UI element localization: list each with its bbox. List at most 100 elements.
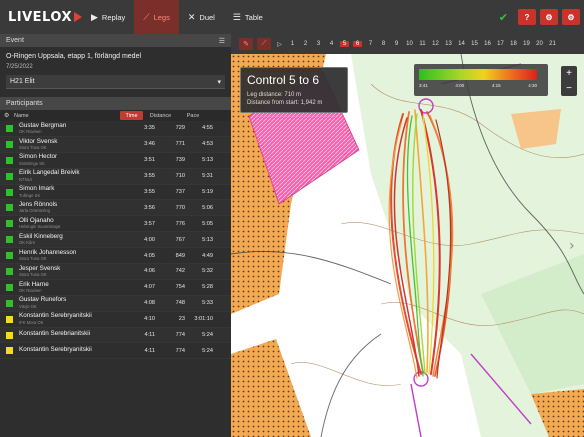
- svg-text:›: ›: [569, 238, 575, 254]
- participant-color-swatch[interactable]: [6, 252, 13, 260]
- participant-color-swatch[interactable]: [6, 156, 13, 164]
- participant-color-swatch[interactable]: [6, 299, 13, 307]
- participant-club: Stora Tuna OK: [19, 256, 47, 262]
- participant-name: Viktor Svensk: [19, 137, 58, 145]
- participant-color-swatch[interactable]: [6, 315, 13, 323]
- participant-name: Simon Imark: [19, 185, 55, 193]
- control-3[interactable]: 3: [316, 41, 321, 47]
- legs-button[interactable]: ⟋: [257, 38, 271, 50]
- control-5[interactable]: 5: [340, 41, 349, 47]
- participant-club: Järla Orientering: [19, 208, 50, 214]
- participant-color-swatch[interactable]: [6, 188, 13, 196]
- question-icon: ?: [524, 12, 530, 22]
- orienteering-map[interactable]: ›: [231, 54, 584, 437]
- settings-button[interactable]: ⚙: [540, 9, 558, 25]
- control-17[interactable]: 17: [497, 41, 504, 47]
- control-1[interactable]: 1: [290, 41, 295, 47]
- participant-color-swatch[interactable]: [6, 140, 13, 148]
- control-9[interactable]: 9: [394, 41, 399, 47]
- participant-time: 3:55: [144, 189, 155, 195]
- participant-time: 3:57: [144, 220, 155, 227]
- control-14[interactable]: 14: [458, 41, 465, 47]
- participant-distance: 754: [175, 284, 185, 291]
- class-select[interactable]: H21 Elit ▾: [6, 75, 225, 89]
- legend-tick: 3:41: [419, 83, 428, 88]
- control-21[interactable]: 21: [549, 41, 556, 47]
- check-icon: ✔: [498, 11, 508, 24]
- participant-distance: 23: [178, 316, 185, 323]
- participant-distance: 767: [175, 236, 185, 243]
- zoom-out-button[interactable]: −: [566, 83, 572, 94]
- column-time[interactable]: Time: [120, 111, 143, 120]
- participant-color-swatch[interactable]: [6, 204, 13, 212]
- participant-color-swatch[interactable]: [6, 267, 13, 275]
- control-7[interactable]: 7: [368, 41, 373, 47]
- column-distance[interactable]: Distance: [149, 112, 172, 119]
- participants-section-header: Participants: [0, 97, 231, 110]
- control-12[interactable]: 12: [432, 41, 439, 47]
- pace-gradient: [419, 69, 537, 80]
- participant-name: Erik Harne: [19, 280, 49, 288]
- participant-name: Konstantin Serebryanitskii: [19, 346, 92, 354]
- participant-color-swatch[interactable]: [6, 331, 13, 339]
- control-20[interactable]: 20: [536, 41, 543, 47]
- participant-color-swatch[interactable]: [6, 172, 13, 180]
- participant-color-swatch[interactable]: [6, 220, 13, 228]
- control-19[interactable]: 19: [523, 41, 530, 47]
- participant-color-swatch[interactable]: [6, 236, 13, 244]
- settings-icon[interactable]: ⚙: [4, 113, 10, 119]
- column-name[interactable]: Name: [14, 112, 29, 119]
- tab-table[interactable]: ☰ Table: [232, 11, 263, 22]
- tab-legs[interactable]: ⟋ Legs: [134, 0, 179, 34]
- map-canvas[interactable]: ›: [231, 54, 584, 437]
- legend-tick: 4:15: [491, 83, 501, 88]
- participant-pace: 5:31: [202, 173, 213, 180]
- control-10[interactable]: 10: [406, 41, 413, 47]
- participant-color-swatch[interactable]: [6, 347, 13, 355]
- control-4[interactable]: 4: [329, 41, 334, 47]
- control-18[interactable]: 18: [510, 41, 517, 47]
- control-6[interactable]: 6: [353, 41, 362, 47]
- tab-duel[interactable]: ✕ Duel: [187, 11, 215, 22]
- participant-color-swatch[interactable]: [6, 283, 13, 291]
- control-15[interactable]: 15: [471, 41, 478, 47]
- participant-name: Jesper Svensk: [19, 264, 61, 272]
- control-2[interactable]: 2: [303, 41, 308, 47]
- menu-icon[interactable]: ☰: [218, 37, 225, 45]
- tab-replay[interactable]: ▶ Replay: [91, 11, 126, 22]
- gear-icon: ⚙: [545, 12, 553, 22]
- options-button[interactable]: ⚙: [562, 9, 580, 25]
- control-8[interactable]: 8: [381, 41, 386, 47]
- participant-distance: 776: [175, 220, 185, 227]
- draw-button[interactable]: ✎: [239, 38, 253, 50]
- zoom-in-button[interactable]: +: [566, 68, 572, 79]
- help-button[interactable]: ?: [518, 9, 536, 25]
- control-13[interactable]: 13: [445, 41, 452, 47]
- livelox-logo[interactable]: LIVELOX: [0, 0, 82, 34]
- column-pace[interactable]: Pace: [186, 112, 200, 119]
- legs-icon: ⟋: [143, 11, 150, 22]
- control-11[interactable]: 11: [419, 41, 426, 47]
- participant-pace: 4:49: [202, 252, 213, 259]
- participant-color-swatch[interactable]: [6, 124, 13, 132]
- participant-pace: 5:06: [202, 204, 213, 211]
- participant-name: Eskil Kinneberg: [19, 232, 63, 240]
- control-16[interactable]: 16: [484, 41, 491, 47]
- play-icon[interactable]: ▷: [277, 41, 282, 48]
- participant-club: OK Kåre: [19, 240, 36, 246]
